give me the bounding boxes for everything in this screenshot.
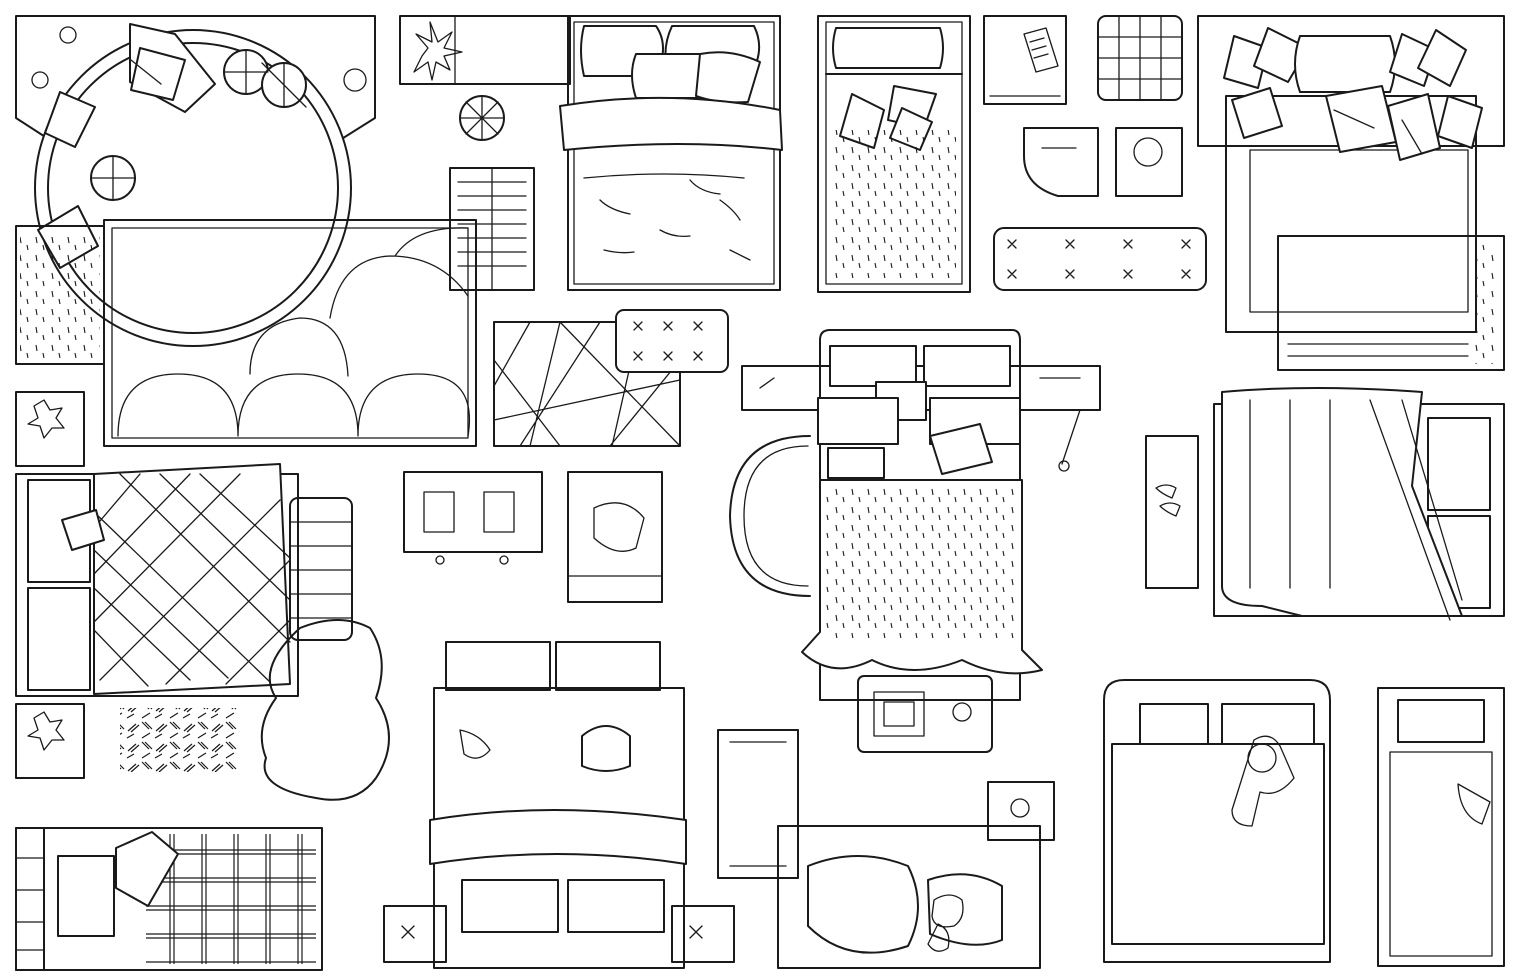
plant-shelf xyxy=(400,16,570,84)
lamp-icon xyxy=(60,27,76,43)
oval-rug xyxy=(730,436,810,596)
flower-icon xyxy=(28,712,64,750)
bed-bench xyxy=(994,228,1206,290)
quilted-bench xyxy=(290,498,352,640)
shag-rug xyxy=(262,620,389,800)
cushion-icon xyxy=(582,726,630,771)
checkered-bed xyxy=(16,464,298,696)
radiator xyxy=(450,168,534,290)
book-icon xyxy=(1024,28,1058,72)
plaid-daybed xyxy=(16,828,322,970)
laundry-cabinet xyxy=(404,472,542,564)
lamp-nightstand xyxy=(1116,128,1182,196)
corner-nightstand xyxy=(1024,128,1098,196)
right-nightstand xyxy=(672,906,734,962)
king-bed-rug xyxy=(1278,236,1504,370)
round-bed-pillow xyxy=(45,92,95,147)
knob-icon xyxy=(953,703,971,721)
crossed-cushion xyxy=(616,310,728,372)
shirt-icon xyxy=(424,492,514,532)
chair-wheel-icon xyxy=(1059,461,1069,471)
person-icon xyxy=(1232,736,1294,826)
nightstand-book xyxy=(984,16,1066,104)
geometric-rug xyxy=(494,322,680,446)
towel-icon xyxy=(594,503,644,551)
shoe-cabinet xyxy=(568,472,662,602)
round-bed-mattress xyxy=(48,43,338,333)
flower-icon xyxy=(28,400,64,438)
bowl-icon xyxy=(344,69,366,91)
scalloped-rug xyxy=(104,220,476,446)
round-bed-frame xyxy=(35,30,351,346)
pet-icon xyxy=(460,730,490,758)
quilted-ottoman xyxy=(1098,16,1182,100)
flower-nightstand-bottom xyxy=(16,704,84,778)
plant-icon xyxy=(414,22,462,80)
left-nightstand xyxy=(384,906,446,962)
lamp-icon xyxy=(1011,799,1029,817)
lamp-icon xyxy=(1134,138,1162,166)
tall-rug xyxy=(718,730,798,878)
double-bed-top xyxy=(560,16,782,290)
round-bed-pillow xyxy=(131,48,185,100)
narrow-single-bed xyxy=(1378,688,1504,966)
lamp-icon xyxy=(32,72,48,88)
console-radio xyxy=(858,676,992,752)
slipper-mat xyxy=(1146,436,1198,588)
bed-with-sleeper xyxy=(1104,680,1330,962)
single-bed-pattern xyxy=(818,16,970,292)
draped-double-bed xyxy=(730,330,1042,700)
teddy-icon xyxy=(928,895,963,951)
king-bed-pillows xyxy=(1198,16,1504,332)
flower-nightstand-top xyxy=(16,392,84,466)
slippers-icon xyxy=(1156,485,1180,516)
round-bed-group xyxy=(16,16,375,346)
right-blanket-bed xyxy=(1214,388,1504,620)
double-bed-nightstands xyxy=(384,642,734,968)
child-bed xyxy=(778,782,1054,968)
